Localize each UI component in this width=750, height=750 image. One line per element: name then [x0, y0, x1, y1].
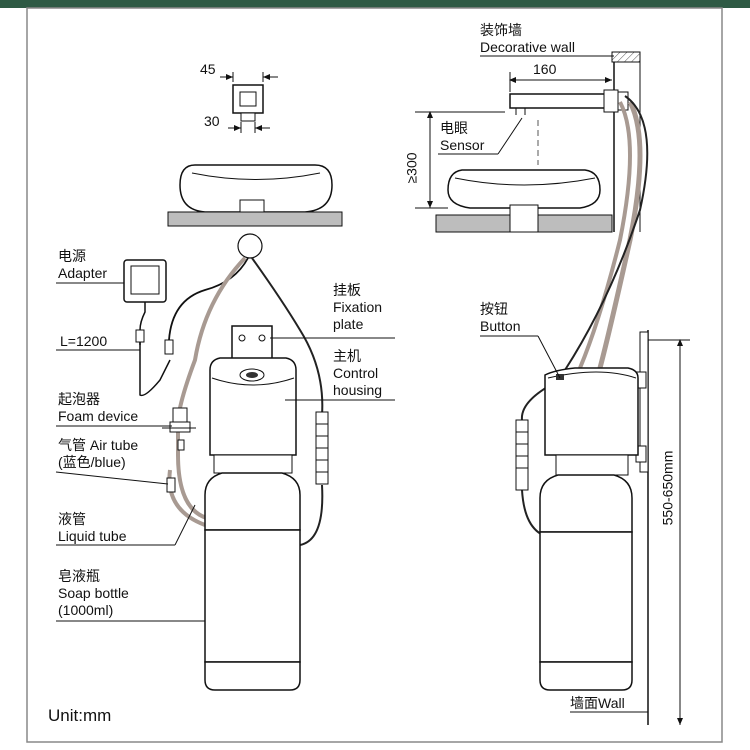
mount-height-label: 550-650mm [659, 450, 676, 526]
right-basin [415, 111, 613, 233]
adapter-label-en: Adapter [58, 265, 108, 281]
sensor-width-dimension: 45 [200, 61, 216, 77]
right-connector [515, 419, 529, 491]
sensor-height-dimension: 30 [204, 113, 220, 129]
foam-device [162, 407, 196, 493]
decorative-wall-label-en: Decorative wall [480, 39, 575, 55]
soap-bottle-capacity: (1000ml) [58, 602, 114, 618]
fixation-plate-label-en2: plate [333, 316, 364, 332]
decorative-wall-label-cn: 装饰墙 [480, 22, 522, 38]
control-housing-label-en1: Control [333, 365, 379, 381]
unit-label: Unit:mm [48, 706, 112, 725]
left-leader-lines [55, 282, 395, 622]
soap-bottle-label-en: Soap bottle [58, 585, 129, 601]
power-adapter [123, 257, 249, 397]
control-housing [209, 357, 297, 474]
foam-device-label-cn: 起泡器 [58, 391, 100, 407]
button-label-en: Button [480, 318, 521, 334]
soap-bottle-label-cn: 皂液瓶 [58, 568, 100, 584]
fixation-plate-label-cn: 挂板 [333, 282, 361, 298]
mount-height-dimension [648, 339, 690, 725]
right-control-housing [544, 367, 639, 476]
control-housing-label: 主机 Control housing [333, 348, 382, 399]
sensor-label: 电眼 Sensor [440, 120, 484, 154]
fixation-plate-label-en1: Fixation [333, 299, 383, 315]
soap-bottle-label: 皂液瓶 Soap bottle (1000ml) [58, 568, 129, 619]
liquid-tube-label: 液管 Liquid tube [58, 511, 127, 545]
outer-frame [26, 7, 723, 743]
sensor-front-detail [220, 72, 278, 133]
decorative-wall-label: 装饰墙 Decorative wall [480, 22, 575, 56]
left-connector [315, 411, 329, 485]
wall-label: 墙面Wall [570, 695, 625, 711]
left-basin [167, 164, 343, 259]
fixation-plate-label: 挂板 Fixation plate [333, 282, 382, 333]
top-bar [0, 0, 750, 8]
button-label-cn: 按钮 [480, 301, 508, 317]
foam-device-label: 起泡器 Foam device [58, 391, 138, 425]
adapter-label-cn: 电源 [58, 248, 86, 264]
control-housing-label-cn: 主机 [333, 348, 361, 364]
spout [509, 72, 629, 165]
spout-length-dimension: 160 [533, 61, 557, 77]
adapter-label: 电源 Adapter [58, 248, 107, 282]
sensor-label-en: Sensor [440, 137, 485, 153]
cable-length-label: L=1200 [60, 333, 108, 349]
fixation-plate [231, 325, 273, 361]
liquid-tube-label-en: Liquid tube [58, 528, 127, 544]
right-leader-lines [438, 55, 648, 713]
control-housing-label-en2: housing [333, 382, 383, 398]
air-tube-label: 气管 Air tube (蓝色/blue) [58, 437, 138, 471]
foam-device-label-en: Foam device [58, 408, 139, 424]
sensor-label-cn: 电眼 [440, 120, 468, 136]
air-tube-label-cn: 气管 Air tube [58, 437, 139, 453]
button-label: 按钮 Button [480, 301, 520, 335]
air-tube-label-en: (蓝色/blue) [58, 454, 126, 470]
left-soap-bottle [204, 472, 301, 691]
liquid-tube-label-cn: 液管 [58, 511, 86, 527]
sensor-height-min-dimension: ≥300 [403, 152, 420, 184]
right-soap-bottle [539, 474, 633, 691]
